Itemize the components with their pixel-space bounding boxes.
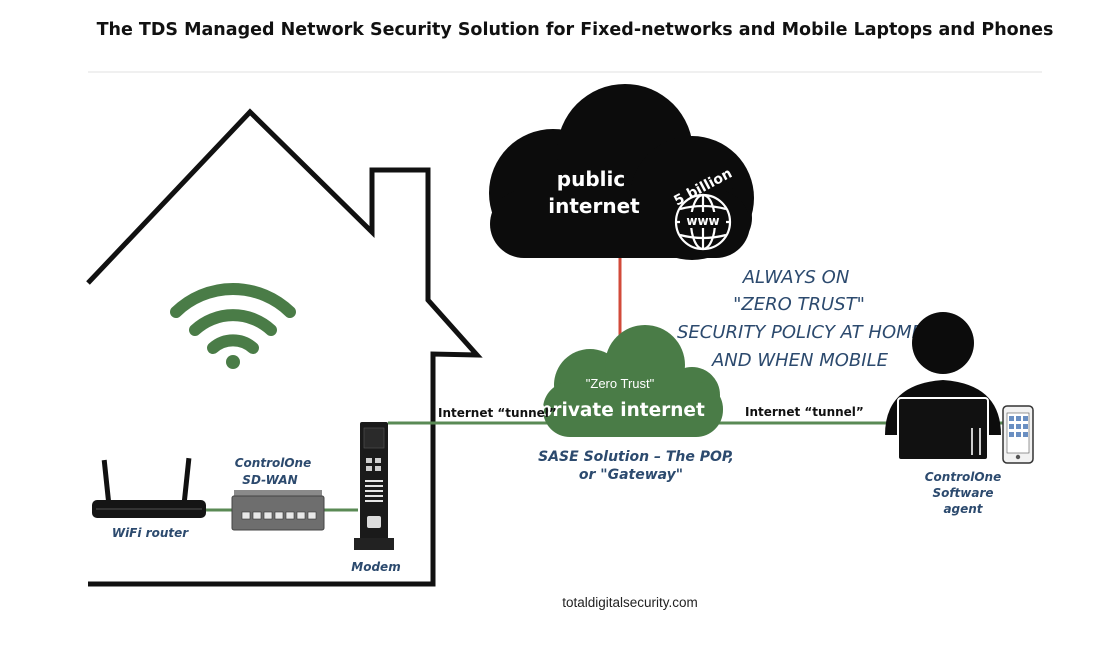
globe-www-label: www [686, 214, 719, 228]
agent-label-line1: ControlOne [925, 470, 1002, 484]
phone-icon [1002, 405, 1034, 464]
sase-line2: or "Gateway" [579, 467, 683, 483]
agent-label-line2: Software [932, 486, 993, 500]
zero-trust-label: "Zero Trust" [586, 376, 655, 391]
sdwan-label-line2: SD-WAN [242, 473, 297, 487]
tunnel-label-right: Internet “tunnel” [745, 405, 864, 419]
sase-line1: SASE Solution – The POP, [538, 449, 734, 465]
router-icon [92, 457, 206, 518]
globe-label-background [680, 212, 726, 228]
public-internet-line1: public [557, 167, 625, 191]
footer-url: totaldigitalsecurity.com [562, 595, 698, 610]
modem-label: Modem [351, 560, 400, 574]
policy-line4: AND WHEN MOBILE [711, 350, 889, 371]
diagram-title: The TDS Managed Network Security Solutio… [96, 20, 1054, 40]
private-internet-cloud [543, 325, 723, 437]
policy-line1: ALWAYS ON [742, 267, 850, 288]
laptop-icon [897, 397, 989, 461]
public-internet-line2: internet [548, 194, 640, 218]
wifi-icon [170, 283, 296, 369]
policy-line3: SECURITY POLICY AT HOME [677, 322, 924, 343]
router-label: WiFi router [112, 526, 189, 540]
public-internet-cloud [489, 84, 754, 260]
tunnel-label-left: Internet “tunnel” [438, 406, 557, 420]
sdwan-label-line1: ControlOne [235, 456, 312, 470]
agent-label-line3: agent [943, 502, 983, 516]
private-internet-label: private internet [539, 400, 705, 421]
policy-line2: "ZERO TRUST" [733, 294, 865, 315]
sdwan-appliance-icon [231, 490, 325, 531]
house-outline [86, 108, 483, 587]
modem-icon [354, 422, 394, 550]
